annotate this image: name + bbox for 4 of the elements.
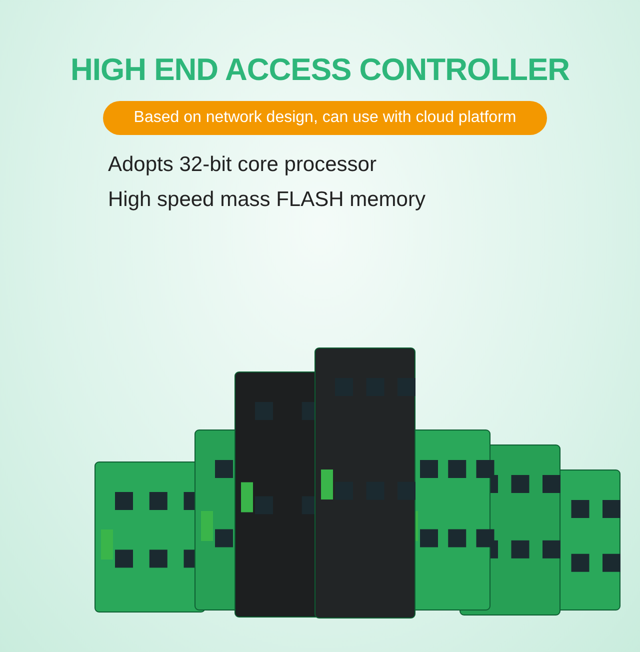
feature-text: High speed mass FLASH memory — [108, 188, 426, 212]
feature-text: Adopts 32-bit core processor — [108, 153, 376, 177]
title: HIGH END ACCESS CONTROLLER — [70, 52, 570, 88]
tagline-banner: Based on network design, can use with cloud platform — [103, 101, 547, 135]
